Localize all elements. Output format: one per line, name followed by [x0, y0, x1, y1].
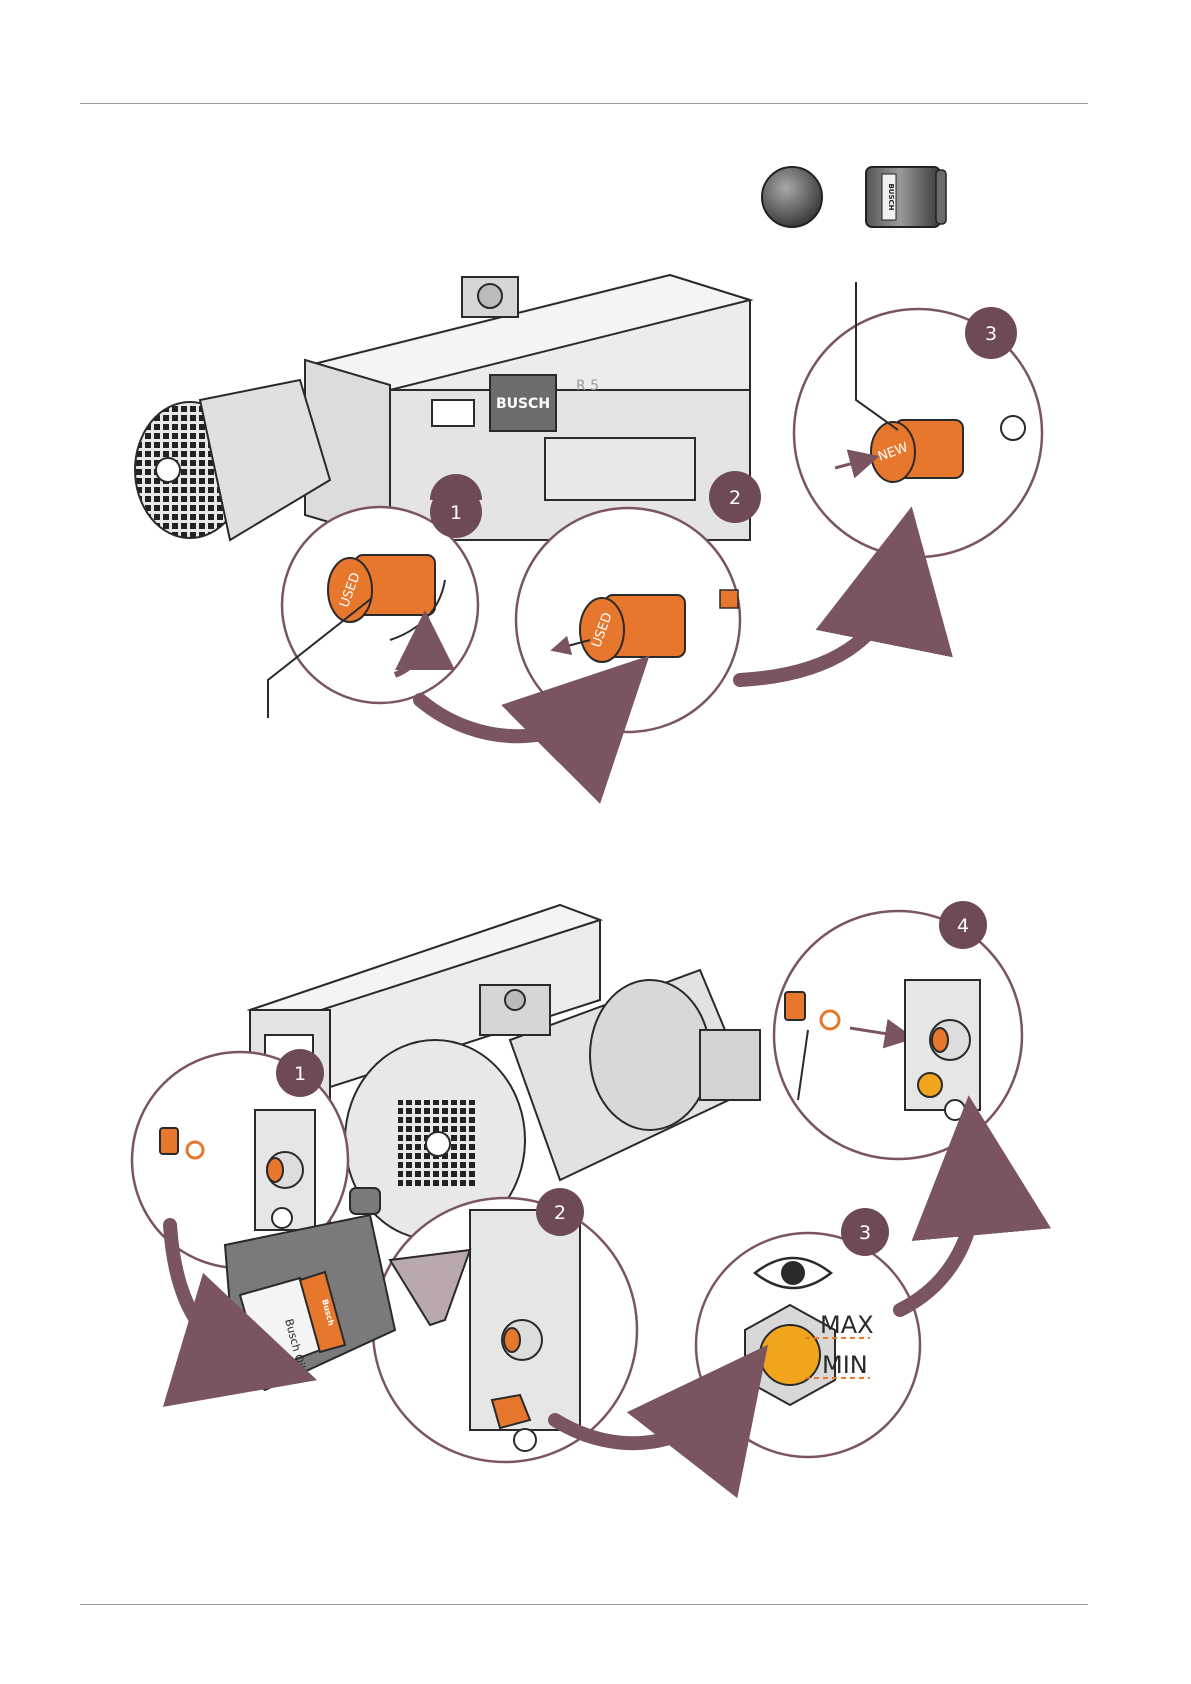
- oil-level-indicator: [760, 1325, 820, 1385]
- step-badge-bottom-2: 2: [536, 1188, 584, 1236]
- sequence-arrow-top-2-3: [740, 575, 898, 680]
- svg-text:2: 2: [729, 487, 741, 509]
- svg-text:3: 3: [859, 1222, 871, 1244]
- spare-part-ball: [762, 167, 822, 227]
- sequence-arrow-bottom-3-4: [900, 1165, 976, 1310]
- filter-logo-text: BUSCH: [887, 183, 895, 210]
- step-badge-top-2: 2: [709, 471, 761, 523]
- bottom-illustration: Busch Oil Busch MAX MIN: [132, 901, 1022, 1462]
- spare-part-filter: BUSCH: [866, 167, 946, 227]
- svg-text:1: 1: [450, 502, 462, 524]
- model-label: R 5: [576, 378, 599, 394]
- step-badge-bottom-4: 4: [939, 901, 987, 949]
- svg-text:3: 3: [985, 323, 997, 345]
- brand-logo: BUSCH: [496, 396, 550, 412]
- step-badge-top-3: 3: [965, 307, 1017, 359]
- svg-text:1: 1: [294, 1063, 306, 1085]
- sight-min-label: MIN: [822, 1351, 868, 1379]
- step-badge-top-1: 1: [430, 474, 482, 538]
- step-badge-bottom-3: 3: [841, 1208, 889, 1256]
- step-badge-bottom-1: 1: [276, 1049, 324, 1097]
- sight-max-label: MAX: [820, 1311, 874, 1339]
- svg-text:4: 4: [957, 915, 969, 937]
- top-illustration: BUSCH BUSCH R 5: [135, 167, 1042, 736]
- svg-text:2: 2: [554, 1202, 566, 1224]
